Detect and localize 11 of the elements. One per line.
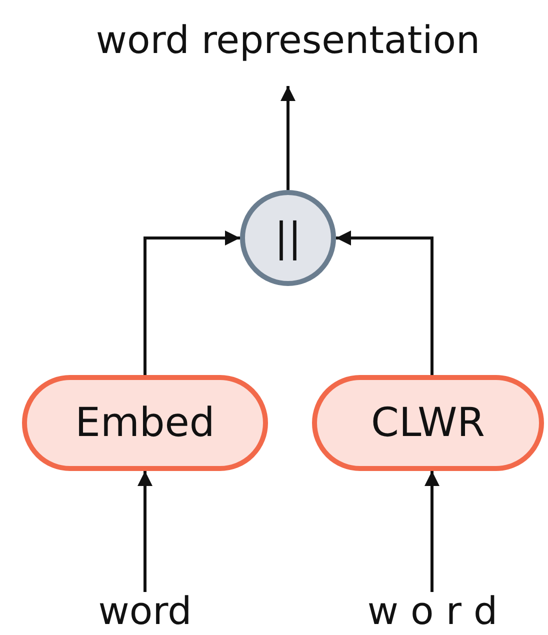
module-label: CLWR — [371, 400, 485, 446]
arrow — [424, 471, 440, 592]
arrow — [138, 471, 152, 592]
text-label: word representation — [96, 18, 480, 62]
arrow — [280, 86, 296, 190]
arrow — [336, 230, 434, 375]
module-label: Embed — [75, 400, 215, 446]
text-label: w o r d — [367, 589, 498, 633]
concat-symbol: || — [274, 215, 302, 261]
text-label: word — [98, 589, 192, 633]
arrow — [144, 230, 240, 375]
